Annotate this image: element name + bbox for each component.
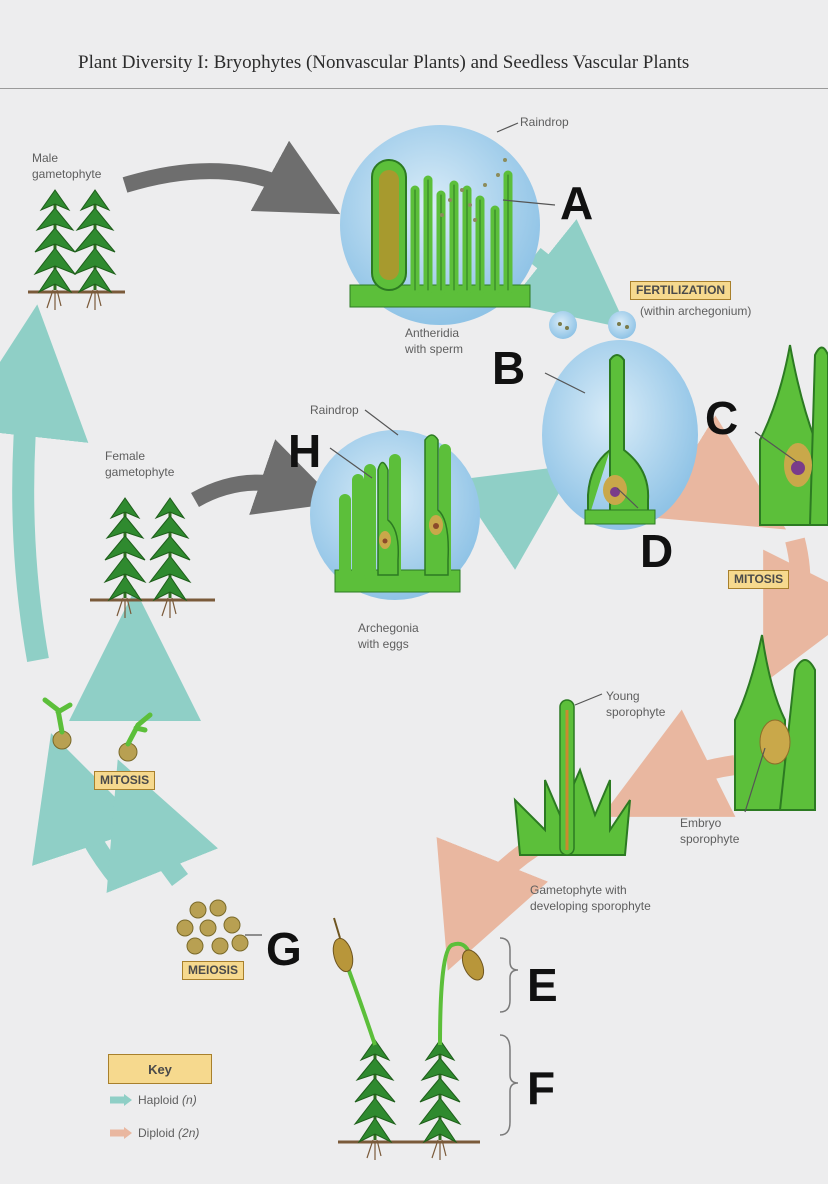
label-line: developing sporophyte — [530, 899, 651, 913]
letter-a: A — [560, 177, 594, 229]
fertilization-box: FERTILIZATION — [630, 281, 732, 300]
page-title: Plant Diversity I: Bryophytes (Nonvascul… — [78, 52, 690, 73]
embryo-sporophyte-archegonium — [734, 634, 816, 811]
label-line: Archegonia — [358, 621, 419, 635]
gametophyte-developing-sporophyte — [513, 699, 631, 856]
key-haploid-label: Haploid — [138, 1093, 179, 1107]
label-line: with eggs — [358, 637, 409, 651]
spores-cluster — [176, 899, 249, 955]
label-antheridia: Antheridia with sperm — [405, 325, 463, 357]
label-fertilization-sub: (within archegonium) — [640, 304, 752, 318]
label-embryo-sporophyte: Embryo sporophyte — [680, 815, 739, 847]
letter-f: F — [527, 1062, 556, 1114]
haploid-arrow-archegonia-to-fertilization — [455, 465, 575, 570]
key-diploid-symbol: (2n) — [178, 1126, 200, 1140]
leader-lines — [245, 122, 798, 936]
letter-h: H — [288, 425, 322, 477]
label-line: gametophyte — [105, 465, 175, 479]
label-raindrop-mid: Raindrop — [310, 403, 359, 417]
fertilization-raindrop — [542, 340, 698, 530]
haploid-arrow-from-spores-right — [106, 759, 219, 894]
label-young-sporophyte: Young sporophyte — [606, 688, 665, 720]
label-male-gametophyte: Male gametophyte — [32, 150, 101, 182]
mitosis-box-right: MITOSIS — [728, 570, 790, 589]
haploid-arrow-left-up — [0, 304, 89, 662]
key-title: Key — [108, 1054, 212, 1084]
letter-e: E — [527, 959, 558, 1011]
key-diploid: Diploid (2n) — [138, 1126, 199, 1140]
label-line: Young — [606, 689, 640, 703]
germinating-spores — [42, 697, 153, 762]
bracket-f — [499, 1034, 519, 1136]
haploid-arrow-antheridia-to-fertilization — [509, 219, 628, 329]
key-diploid-label: Diploid — [138, 1126, 175, 1140]
gray-arrow-female-to-archegonia — [191, 439, 338, 515]
title-divider — [0, 88, 828, 89]
mature-sporophyte-plants — [332, 917, 485, 1162]
letter-d: D — [640, 525, 674, 577]
diploid-arrow-fertilization-to-zygote — [652, 415, 787, 530]
male-gametophyte-plants — [28, 188, 125, 312]
female-gametophyte-plants — [90, 496, 215, 620]
label-archegonia: Archegonia with eggs — [358, 620, 419, 652]
label-gametophyte-developing: Gametophyte with developing sporophyte — [530, 882, 651, 914]
label-line: gametophyte — [32, 167, 102, 181]
meiosis-box: MEIOSIS — [182, 961, 245, 980]
label-line: with sperm — [405, 342, 464, 356]
key-haploid-symbol: (n) — [182, 1093, 197, 1107]
gray-arrow-male-to-antheridia — [122, 140, 341, 215]
key-diploid-arrow — [110, 1127, 132, 1139]
label-line: sporophyte — [680, 832, 740, 846]
label-line: Gametophyte with — [530, 883, 627, 897]
mitosis-box-left: MITOSIS — [94, 771, 156, 790]
label-line: Embryo — [680, 816, 722, 830]
key-haploid-arrow — [110, 1094, 132, 1106]
letter-c: C — [705, 392, 739, 444]
archegonia-raindrop — [310, 430, 480, 600]
label-raindrop-top: Raindrop — [520, 115, 569, 129]
label-line: Male — [32, 151, 59, 165]
letter-b: B — [492, 342, 526, 394]
label-line: sporophyte — [606, 705, 666, 719]
bracket-e — [499, 937, 519, 1013]
key-haploid: Haploid (n) — [138, 1093, 197, 1107]
letter-g: G — [266, 923, 302, 975]
label-line: Female — [105, 449, 146, 463]
zygote-archegonium — [759, 344, 828, 526]
diploid-arrow-mitosis-right — [763, 537, 828, 684]
diploid-arrow-to-developing — [601, 709, 737, 817]
label-female-gametophyte: Female gametophyte — [105, 448, 174, 480]
label-line: Antheridia — [405, 326, 460, 340]
antheridia-raindrop — [340, 125, 540, 325]
haploid-arrow-from-spores-left — [32, 733, 146, 887]
